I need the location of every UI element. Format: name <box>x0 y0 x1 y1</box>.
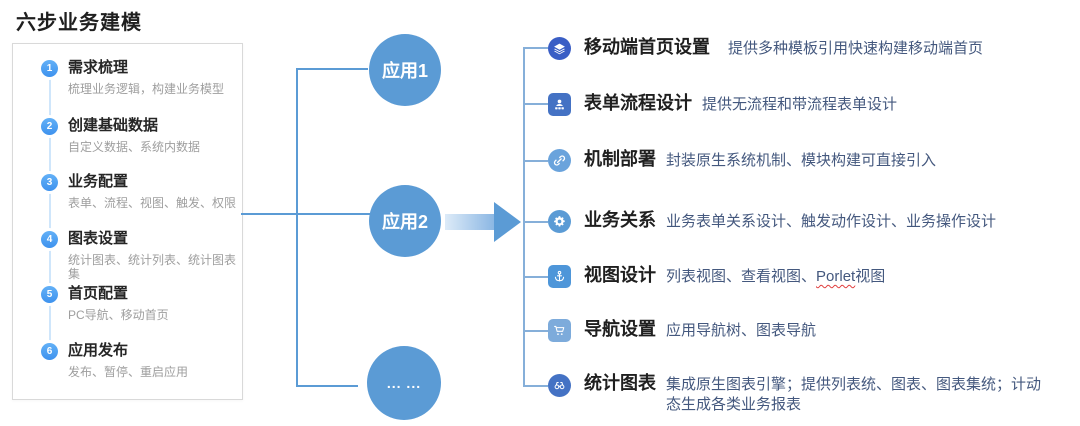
feature-row-charts: 统计图表 集成原生图表引擎；提供列表统、图表、图表集统；计动态生成各类业务报表 <box>548 372 1046 415</box>
app2-circle: 应用2 <box>369 185 441 257</box>
step-desc: 梳理业务逻辑，构建业务模型 <box>68 82 225 96</box>
step-desc: 自定义数据、系统内数据 <box>68 140 201 154</box>
bracket-line-top <box>296 68 368 70</box>
tree-branch-6 <box>524 330 548 332</box>
gear-icon <box>548 209 571 233</box>
step-item-6: 6 应用发布 发布、暂停、重启应用 <box>41 342 188 379</box>
step-item-1: 1 需求梳理 梳理业务逻辑，构建业务模型 <box>41 59 224 96</box>
anchor-icon <box>548 264 571 288</box>
feature-row-mobile-home: 移动端首页设置 提供多种模板引用快速构建移动端首页 <box>548 33 983 63</box>
tree-branch-2 <box>524 103 548 105</box>
spellcheck-underlined-word: Porlet <box>816 268 856 285</box>
step-title: 需求梳理 <box>68 59 129 76</box>
step-desc: 发布、暂停、重启应用 <box>68 365 189 379</box>
page-title: 六步业务建模 <box>16 12 142 34</box>
org-person-icon <box>548 92 571 116</box>
step-title: 业务配置 <box>68 173 129 190</box>
step-connector-line <box>49 74 51 362</box>
feature-row-views: 视图设计 列表视图、查看视图、Porlet视图 <box>548 261 885 291</box>
feature-desc: 列表视图、查看视图、Porlet视图 <box>666 268 886 285</box>
link-icon <box>548 148 571 172</box>
step-title: 首页配置 <box>68 285 129 302</box>
feature-title: 移动端首页设置 <box>584 37 710 57</box>
step-item-3: 3 业务配置 表单、流程、视图、触发、权限 <box>41 173 236 210</box>
bracket-line-middle <box>241 213 371 215</box>
feature-desc: 集成原生图表引擎；提供列表统、图表、图表集统；计动态生成各类业务报表 <box>666 376 1042 413</box>
feature-title: 表单流程设计 <box>584 93 692 113</box>
flow-arrow-body <box>445 214 495 230</box>
step-desc: PC导航、移动首页 <box>68 308 169 322</box>
six-step-panel: 1 需求梳理 梳理业务逻辑，构建业务模型 2 创建基础数据 自定义数据、系统内数… <box>12 43 243 400</box>
layers-icon <box>548 36 571 60</box>
step-number-badge: 2 <box>41 118 58 135</box>
feature-row-form-flow: 表单流程设计 提供无流程和带流程表单设计 <box>548 89 897 119</box>
feature-title: 业务关系 <box>584 210 656 230</box>
feature-title: 视图设计 <box>584 265 656 285</box>
feature-desc: 应用导航树、图表导航 <box>666 322 817 339</box>
tree-branch-4 <box>524 221 548 223</box>
binoculars-icon <box>548 374 571 397</box>
cart-icon <box>548 318 571 342</box>
step-number-badge: 5 <box>41 286 58 303</box>
bracket-line-bottom <box>296 385 358 387</box>
feature-row-navigation: 导航设置 应用导航树、图表导航 <box>548 315 816 345</box>
tree-branch-3 <box>524 160 548 162</box>
feature-title: 统计图表 <box>584 373 656 393</box>
feature-title: 机制部署 <box>584 149 656 169</box>
step-desc: 表单、流程、视图、触发、权限 <box>68 196 237 210</box>
tree-branch-7 <box>524 385 548 387</box>
step-title: 应用发布 <box>68 342 129 359</box>
step-item-5: 5 首页配置 PC导航、移动首页 <box>41 285 169 322</box>
step-item-4: 4 图表设置 统计图表、统计列表、统计图表集 <box>41 230 242 281</box>
feature-desc: 业务表单关系设计、触发动作设计、业务操作设计 <box>666 213 997 230</box>
step-number-badge: 3 <box>41 174 58 191</box>
tree-branch-1 <box>524 47 548 49</box>
step-item-2: 2 创建基础数据 自定义数据、系统内数据 <box>41 117 200 154</box>
app1-circle: 应用1 <box>369 34 441 106</box>
tree-line-vertical <box>523 47 525 387</box>
step-number-badge: 1 <box>41 60 58 77</box>
step-number-badge: 4 <box>41 231 58 248</box>
step-title: 图表设置 <box>68 230 129 247</box>
flow-arrow-head <box>494 202 521 242</box>
feature-row-mechanism: 机制部署 封装原生系统机制、模块构建可直接引入 <box>548 145 936 175</box>
feature-desc: 提供多种模板引用快速构建移动端首页 <box>728 40 984 57</box>
step-desc: 统计图表、统计列表、统计图表集 <box>68 253 237 281</box>
feature-desc: 提供无流程和带流程表单设计 <box>702 96 898 113</box>
feature-row-relations: 业务关系 业务表单关系设计、触发动作设计、业务操作设计 <box>548 206 996 236</box>
step-title: 创建基础数据 <box>68 117 159 134</box>
tree-branch-5 <box>524 276 548 278</box>
feature-desc: 封装原生系统机制、模块构建可直接引入 <box>666 152 937 169</box>
bracket-line-vertical <box>296 68 298 387</box>
step-number-badge: 6 <box>41 343 58 360</box>
more-apps-circle: ... ... <box>367 346 441 420</box>
feature-title: 导航设置 <box>584 319 656 339</box>
